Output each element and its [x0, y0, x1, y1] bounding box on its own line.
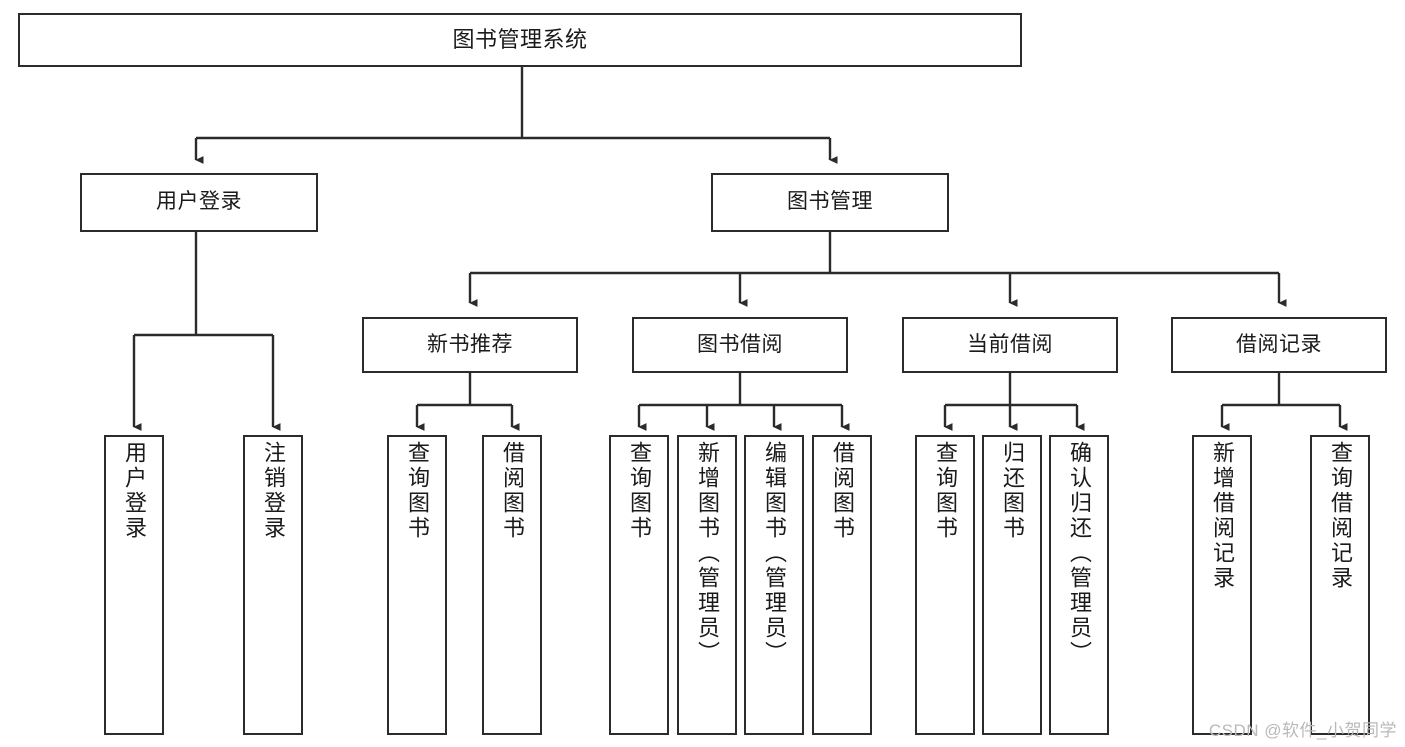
- leaf-return-book[interactable]: 归还图书: [982, 435, 1042, 735]
- leaf-edit-book[interactable]: 编辑图书（管理员）: [744, 435, 804, 735]
- node-label: 图书借阅: [697, 332, 783, 356]
- node-label: 注销登录: [261, 441, 286, 541]
- node-new-book-recommend[interactable]: 新书推荐: [362, 317, 578, 373]
- node-current-borrow[interactable]: 当前借阅: [902, 317, 1118, 373]
- node-label: 新增借阅记录: [1210, 441, 1235, 591]
- node-label: 确认归还（管理员）: [1067, 441, 1092, 666]
- node-book-management[interactable]: 图书管理: [711, 173, 949, 232]
- watermark-text: CSDN @软件_小贺同学: [1208, 721, 1397, 740]
- leaf-add-record[interactable]: 新增借阅记录: [1192, 435, 1252, 735]
- node-label: 查询图书: [627, 441, 652, 541]
- node-label: 查询借阅记录: [1328, 441, 1353, 591]
- leaf-user-login[interactable]: 用户登录: [104, 435, 164, 735]
- node-label: 图书管理系统: [452, 27, 588, 53]
- leaf-borrow-book-1[interactable]: 借阅图书: [482, 435, 542, 735]
- node-label: 借阅记录: [1236, 332, 1322, 356]
- node-label: 借阅图书: [830, 441, 855, 541]
- node-label: 编辑图书（管理员）: [762, 441, 787, 666]
- node-borrow-record[interactable]: 借阅记录: [1171, 317, 1387, 373]
- node-label: 新增图书（管理员）: [695, 441, 720, 666]
- node-label: 当前借阅: [967, 332, 1053, 356]
- leaf-confirm-return[interactable]: 确认归还（管理员）: [1049, 435, 1109, 735]
- leaf-add-book[interactable]: 新增图书（管理员）: [677, 435, 737, 735]
- leaf-query-book-2[interactable]: 查询图书: [609, 435, 669, 735]
- node-label: 查询图书: [933, 441, 958, 541]
- node-label: 查询图书: [405, 441, 430, 541]
- node-book-borrow[interactable]: 图书借阅: [632, 317, 848, 373]
- node-root-system[interactable]: 图书管理系统: [18, 13, 1022, 67]
- leaf-query-book-3[interactable]: 查询图书: [915, 435, 975, 735]
- node-label: 新书推荐: [427, 332, 513, 356]
- leaf-borrow-book-2[interactable]: 借阅图书: [812, 435, 872, 735]
- leaf-query-book-1[interactable]: 查询图书: [387, 435, 447, 735]
- node-label: 用户登录: [156, 190, 242, 214]
- node-label: 归还图书: [1000, 441, 1025, 541]
- node-label: 图书管理: [787, 190, 873, 214]
- node-label: 用户登录: [122, 441, 147, 541]
- leaf-query-record[interactable]: 查询借阅记录: [1310, 435, 1370, 735]
- leaf-logout-login[interactable]: 注销登录: [243, 435, 303, 735]
- node-user-login[interactable]: 用户登录: [80, 173, 318, 232]
- node-label: 借阅图书: [500, 441, 525, 541]
